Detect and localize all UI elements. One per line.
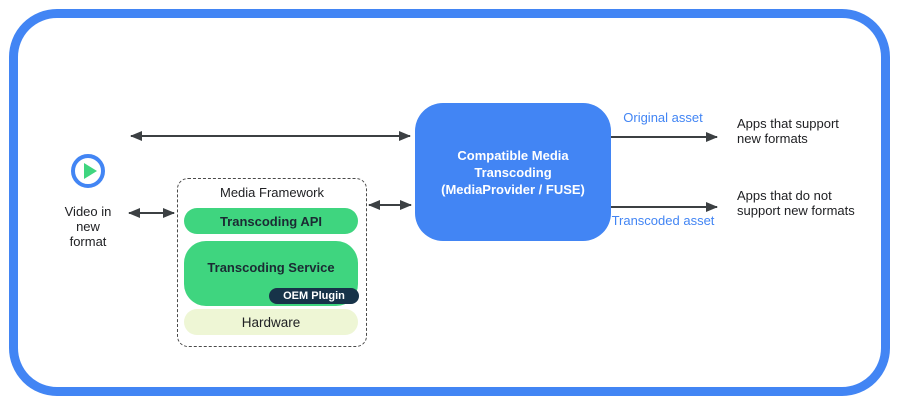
media-framework-title: Media Framework — [219, 185, 325, 200]
transcoding-api-label: Transcoding API — [219, 213, 323, 229]
apps-support-new-formats-label: Apps that support new formats — [737, 116, 839, 146]
diagram-rounded-border — [9, 9, 890, 396]
transcoded-asset-label: Transcoded asset — [611, 213, 715, 228]
media-framework-box: Media Framework Transcoding API Transcod… — [177, 178, 367, 347]
transcoding-service-layer: Transcoding Service OEM Plugin — [184, 241, 359, 306]
play-icon — [71, 154, 105, 188]
oem-plugin-badge: OEM Plugin — [269, 288, 359, 304]
apps-not-support-new-formats-label: Apps that do not support new formats — [737, 188, 855, 218]
compatible-media-transcoding-label: Compatible Media Transcoding (MediaProvi… — [441, 147, 585, 197]
video-source-label: Video in new format — [64, 204, 112, 249]
hardware-layer: Hardware — [184, 309, 358, 335]
hardware-label: Hardware — [241, 314, 301, 330]
transcoding-api-layer: Transcoding API — [184, 208, 358, 234]
play-triangle-icon — [83, 163, 97, 179]
compatible-media-transcoding-box: Compatible Media Transcoding (MediaProvi… — [415, 103, 611, 241]
original-asset-label: Original asset — [623, 110, 703, 125]
transcoding-service-label: Transcoding Service — [207, 260, 335, 275]
